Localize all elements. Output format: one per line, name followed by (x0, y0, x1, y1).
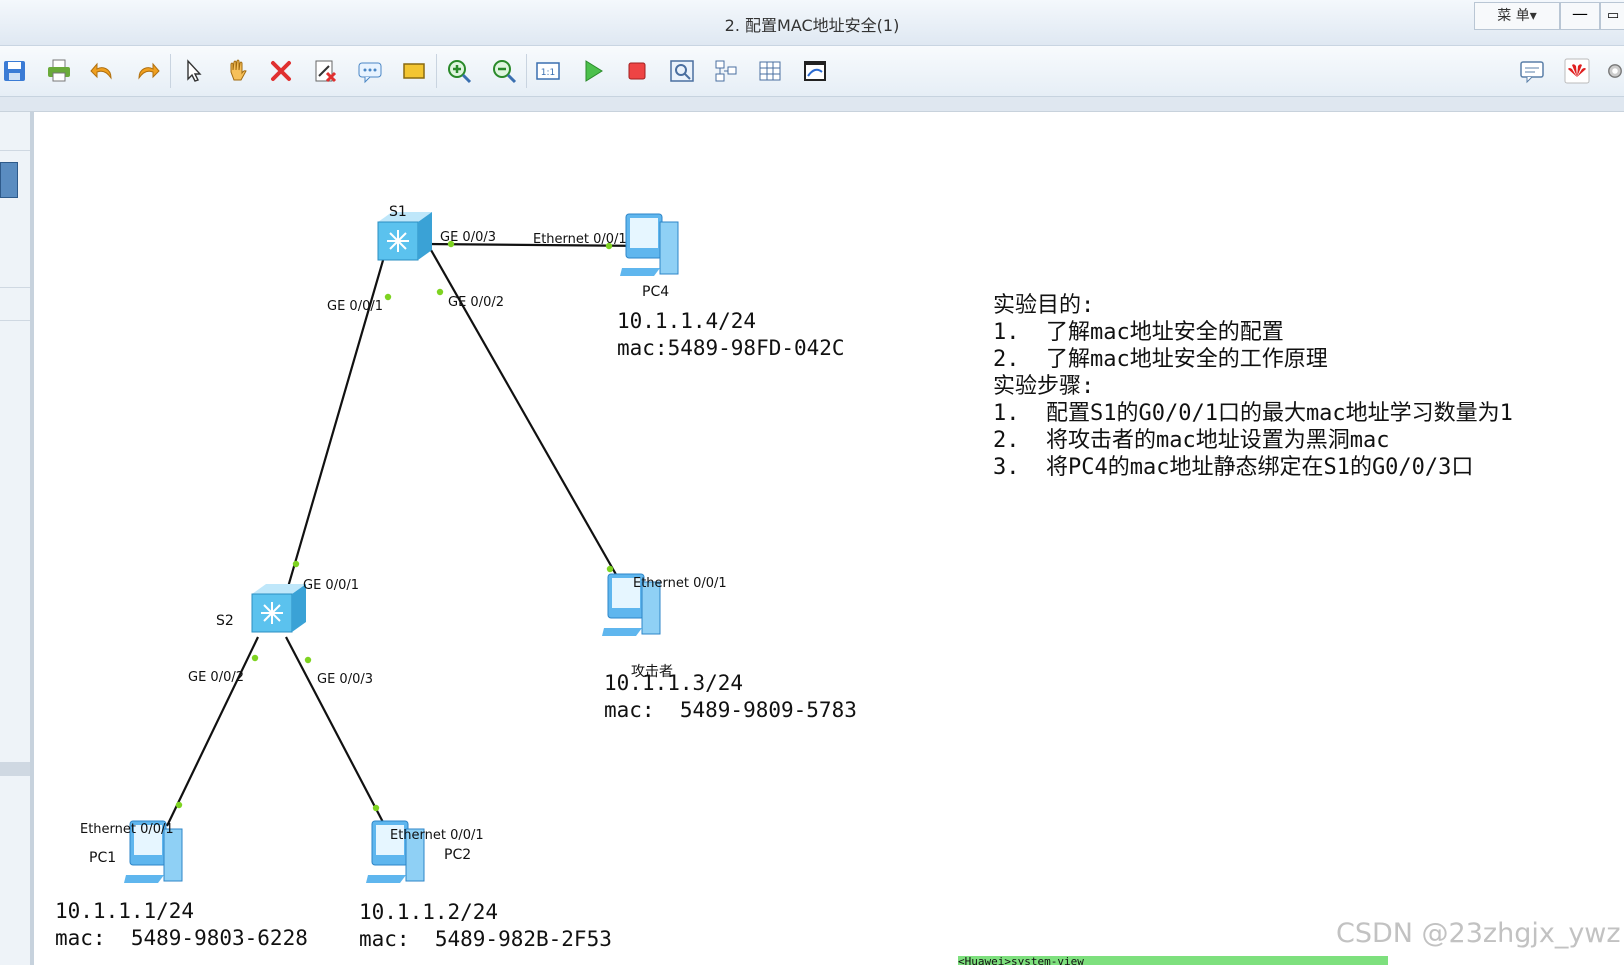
device-panel[interactable] (0, 112, 34, 965)
topology-icon[interactable] (711, 56, 741, 86)
panel-scrollbar[interactable] (0, 762, 30, 776)
device-label-pc1[interactable]: PC1 (89, 850, 117, 866)
topology-canvas[interactable]: S1 S2 PC4 攻击者 PC1 PC2 GE 0/0/3 Ethernet … (36, 112, 1624, 965)
zoom-out-icon[interactable] (489, 56, 519, 86)
device-label-pc4[interactable]: PC4 (642, 284, 670, 300)
delete-icon[interactable] (266, 56, 296, 86)
toolbar: 1:1 (0, 46, 1624, 97)
device-label-attacker[interactable]: 攻击者 (631, 664, 673, 680)
step-item: 2. 将攻击者的mac地址设置为黑洞mac (993, 428, 1390, 453)
attacker-icon (602, 573, 661, 636)
link-s1-s2 (284, 249, 388, 595)
port-dot (605, 242, 613, 250)
palette-icon[interactable] (800, 56, 830, 86)
panel-header (0, 120, 30, 151)
stop-icon[interactable] (622, 56, 652, 86)
lab-notes[interactable]: 实验目的: 1. 了解mac地址安全的配置 2. 了解mac地址安全的工作原理 … (993, 292, 1513, 481)
redo-icon[interactable] (132, 56, 162, 86)
port-label: GE 0/0/1 (303, 578, 359, 593)
toolbar-separator (436, 54, 437, 88)
capture-icon[interactable] (667, 56, 697, 86)
pc4-icon (620, 213, 679, 276)
port-label: Ethernet 0/0/1 (390, 828, 484, 843)
attacker-mac-text[interactable]: mac: 5489-9809-5783 (604, 698, 857, 722)
pc1-icon (124, 820, 183, 883)
topology-links (124, 212, 679, 883)
port-dot (292, 560, 300, 568)
print-icon[interactable] (44, 56, 74, 86)
goal-item: 1. 了解mac地址安全的配置 (993, 320, 1284, 345)
chat-icon[interactable] (1517, 56, 1547, 86)
device-label-s2[interactable]: S2 (216, 613, 234, 629)
rectangle-icon[interactable] (399, 56, 429, 86)
switch-s2-icon (251, 584, 306, 633)
panel-section (0, 287, 30, 321)
toolbar-separator (170, 54, 171, 88)
device-label-pc2[interactable]: PC2 (444, 847, 472, 863)
port-label: GE 0/0/1 (327, 299, 383, 314)
hand-icon[interactable] (222, 56, 252, 86)
pc2-icon (366, 820, 425, 883)
port-label: Ethernet 0/0/1 (80, 822, 174, 837)
port-dot (436, 288, 444, 296)
pc1-mac-text[interactable]: mac: 5489-9803-6228 (55, 926, 308, 950)
toolbar-separator (526, 54, 527, 88)
port-dot (606, 565, 614, 573)
settings-icon[interactable] (1606, 56, 1624, 86)
port-label: Ethernet 0/0/1 (633, 576, 727, 591)
restore-button[interactable]: ▭ (1600, 2, 1624, 30)
device-label-s1[interactable]: S1 (389, 204, 407, 220)
pc4-mac-text[interactable]: mac:5489-98FD-042C (617, 336, 845, 360)
save-icon[interactable] (0, 56, 30, 86)
step-item: 1. 配置S1的G0/0/1口的最大mac地址学习数量为1 (993, 401, 1513, 426)
port-dot (251, 654, 259, 662)
port-label: Ethernet 0/0/1 (533, 232, 627, 247)
port-dot (372, 804, 380, 812)
router-icon[interactable] (0, 162, 18, 198)
link-s2-pc1 (166, 636, 259, 827)
port-dot (175, 801, 183, 809)
goal-item: 2. 了解mac地址安全的工作原理 (993, 347, 1328, 372)
port-dot (384, 293, 392, 301)
huawei-icon[interactable] (1562, 56, 1592, 86)
svg-text:1:1: 1:1 (541, 68, 555, 78)
zoom-in-icon[interactable] (444, 56, 474, 86)
select-icon[interactable] (178, 56, 208, 86)
pc2-mac-text[interactable]: mac: 5489-982B-2F53 (359, 927, 612, 951)
link-s1-attacker (430, 249, 627, 593)
pc2-ip-text[interactable]: 10.1.1.2/24 (359, 900, 499, 924)
port-label: GE 0/0/3 (440, 230, 496, 245)
port-label: GE 0/0/3 (317, 672, 373, 687)
window-title: 2. 配置MAC地址安全(1) (724, 16, 900, 35)
pc4-ip-text[interactable]: 10.1.1.4/24 (617, 309, 757, 333)
start-icon[interactable] (578, 56, 608, 86)
link-s2-pc2 (285, 636, 386, 827)
port-dot (304, 656, 312, 664)
port-label: GE 0/0/2 (448, 295, 504, 310)
switch-s1-icon (377, 212, 432, 261)
goal-heading: 实验目的: (993, 293, 1095, 318)
console-window[interactable]: <Huawei>system-view (958, 956, 1388, 965)
steps-heading: 实验步骤: (993, 374, 1095, 399)
minimize-button[interactable]: — (1560, 2, 1600, 30)
grid-icon[interactable] (755, 56, 785, 86)
text-icon[interactable] (355, 56, 385, 86)
undo-icon[interactable] (88, 56, 118, 86)
pc1-ip-text[interactable]: 10.1.1.1/24 (55, 899, 195, 923)
title-bar: 2. 配置MAC地址安全(1) 菜 单▾ — ▭ (0, 0, 1624, 46)
watermark: CSDN @23zhgjx_ywz (1336, 918, 1621, 949)
tab-strip (0, 97, 1624, 112)
port-dot (447, 240, 455, 248)
port-label: GE 0/0/2 (188, 670, 244, 685)
attacker-ip-text[interactable]: 10.1.1.3/24 (604, 671, 744, 695)
menu-button[interactable]: 菜 单▾ (1474, 2, 1560, 30)
delete-link-icon[interactable] (310, 56, 340, 86)
fit-icon[interactable]: 1:1 (533, 56, 563, 86)
step-item: 3. 将PC4的mac地址静态绑定在S1的G0/0/3口 (993, 455, 1474, 480)
